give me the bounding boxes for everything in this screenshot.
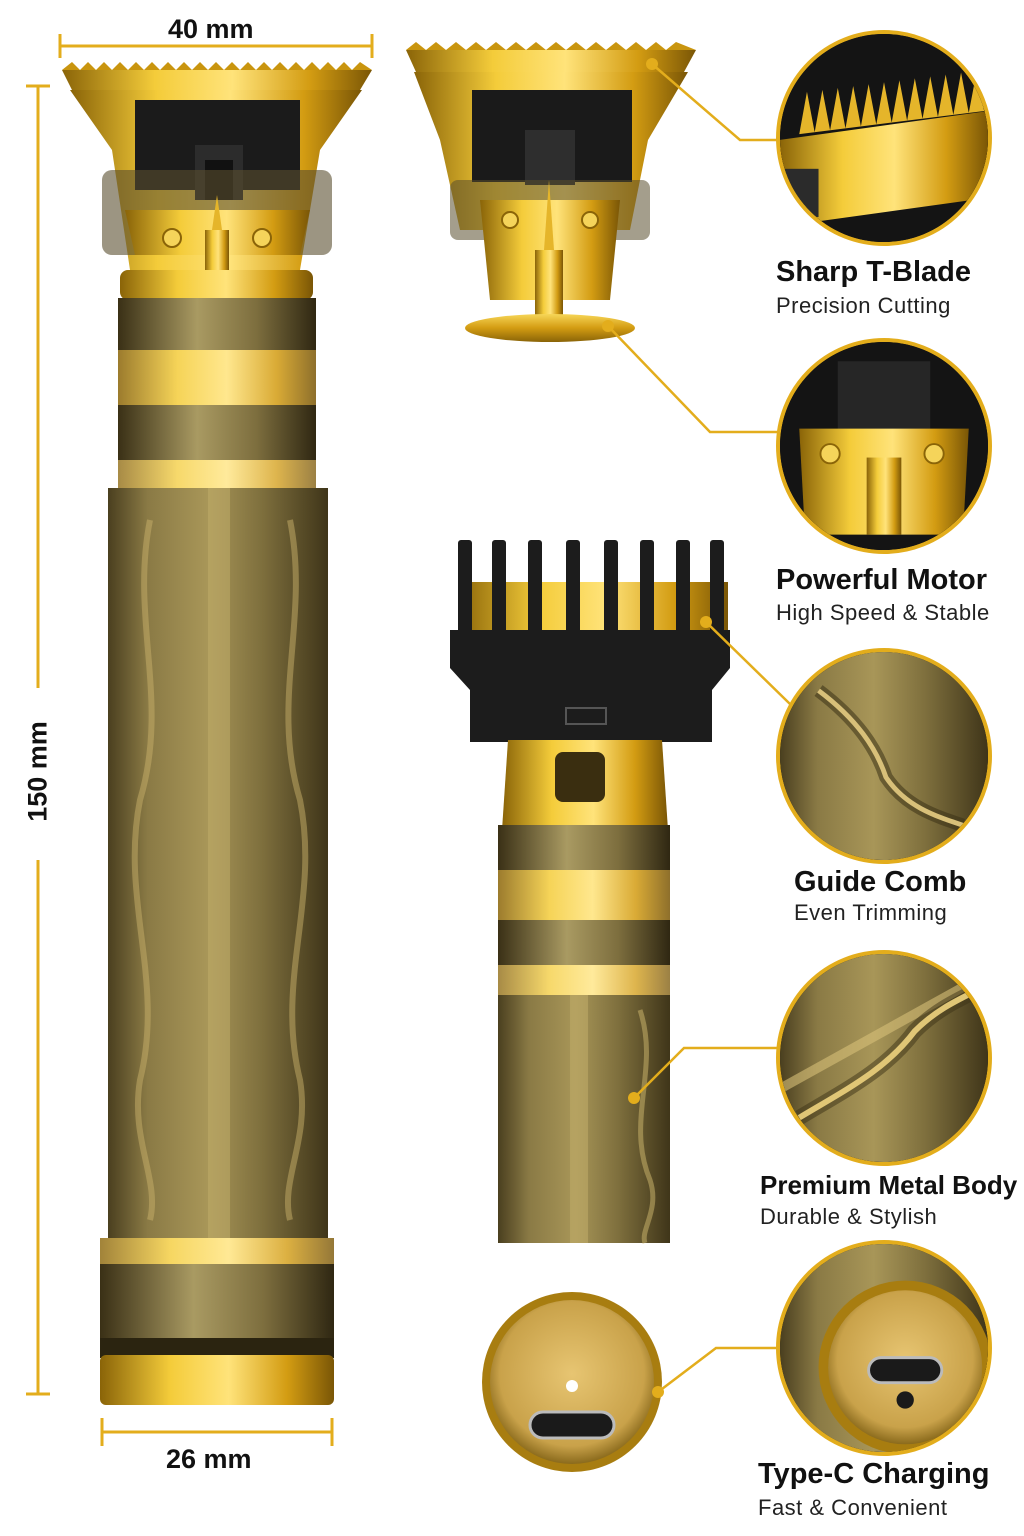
feature-title-comb: Guide Comb [794, 866, 967, 898]
main-blade [62, 62, 372, 270]
feature-title-body: Premium Metal Body [760, 1170, 1018, 1200]
feature-circle-motor [776, 338, 992, 554]
feature-title-motor: Powerful Motor [776, 564, 988, 596]
feature-circle-body [776, 950, 992, 1166]
guide-comb-trimmer-image [450, 540, 730, 1244]
width-top-label: 40 mm [168, 14, 254, 44]
feature-subtitle-motor: High Speed & Stable [776, 600, 990, 625]
feature-subtitle-comb: Even Trimming [794, 900, 948, 925]
feature-circle-blade [776, 30, 992, 246]
width-bottom-label: 26 mm [166, 1444, 252, 1474]
feature-title-blade: Sharp T-Blade [776, 256, 971, 288]
feature-subtitle-charging: Fast & Convenient [758, 1495, 948, 1520]
feature-title-charging: Type-C Charging [758, 1458, 990, 1490]
blade-head-image [406, 42, 696, 342]
feature-subtitle-blade: Precision Cutting [776, 293, 951, 318]
charging-cap-image [482, 1292, 662, 1472]
feature-circle-comb [776, 648, 992, 864]
feature-subtitle-body: Durable & Stylish [760, 1204, 938, 1229]
feature-circle-charging [776, 1240, 992, 1456]
main-upper-band [118, 298, 316, 490]
